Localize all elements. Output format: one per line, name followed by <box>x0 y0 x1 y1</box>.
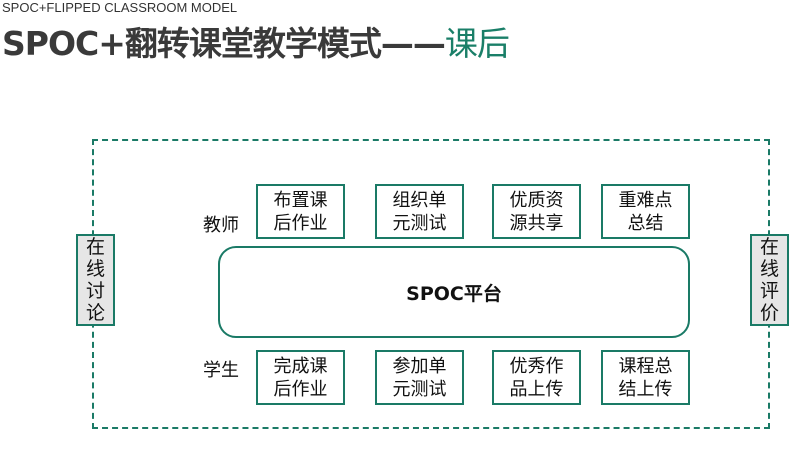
teacher-item: 重难点总结 <box>601 184 690 239</box>
teacher-item-text: 布置课后作业 <box>273 189 328 234</box>
student-item: 优秀作品上传 <box>492 350 581 405</box>
online-discussion-label: 在线讨论 <box>85 236 105 324</box>
student-item: 参加单元测试 <box>375 350 464 405</box>
teacher-item-text: 优质资源共享 <box>509 189 564 234</box>
teacher-item-text: 组织单元测试 <box>392 189 447 234</box>
student-item: 完成课后作业 <box>256 350 345 405</box>
teacher-item: 组织单元测试 <box>375 184 464 239</box>
title-accent: 课后 <box>444 24 510 63</box>
teacher-item: 优质资源共享 <box>492 184 581 239</box>
teacher-item-text: 重难点总结 <box>618 189 673 234</box>
student-item-text: 优秀作品上传 <box>509 355 564 400</box>
online-evaluation-label: 在线评价 <box>759 236 779 324</box>
teacher-label: 教师 <box>203 215 239 236</box>
page-title: SPOC+翻转课堂教学模式——课后 <box>2 17 510 65</box>
teacher-item: 布置课后作业 <box>256 184 345 239</box>
student-item-text: 完成课后作业 <box>273 355 328 400</box>
subtitle: SPOC+FLIPPED CLASSROOM MODEL <box>2 0 238 15</box>
student-item-text: 参加单元测试 <box>392 355 447 400</box>
student-item: 课程总结上传 <box>601 350 690 405</box>
spoc-platform: SPOC平台 <box>218 246 690 338</box>
student-label: 学生 <box>203 360 239 381</box>
title-main: SPOC+翻转课堂教学模式—— <box>2 24 446 63</box>
online-evaluation-box: 在线评价 <box>750 234 789 326</box>
online-discussion-box: 在线讨论 <box>76 234 115 326</box>
student-item-text: 课程总结上传 <box>618 355 673 400</box>
